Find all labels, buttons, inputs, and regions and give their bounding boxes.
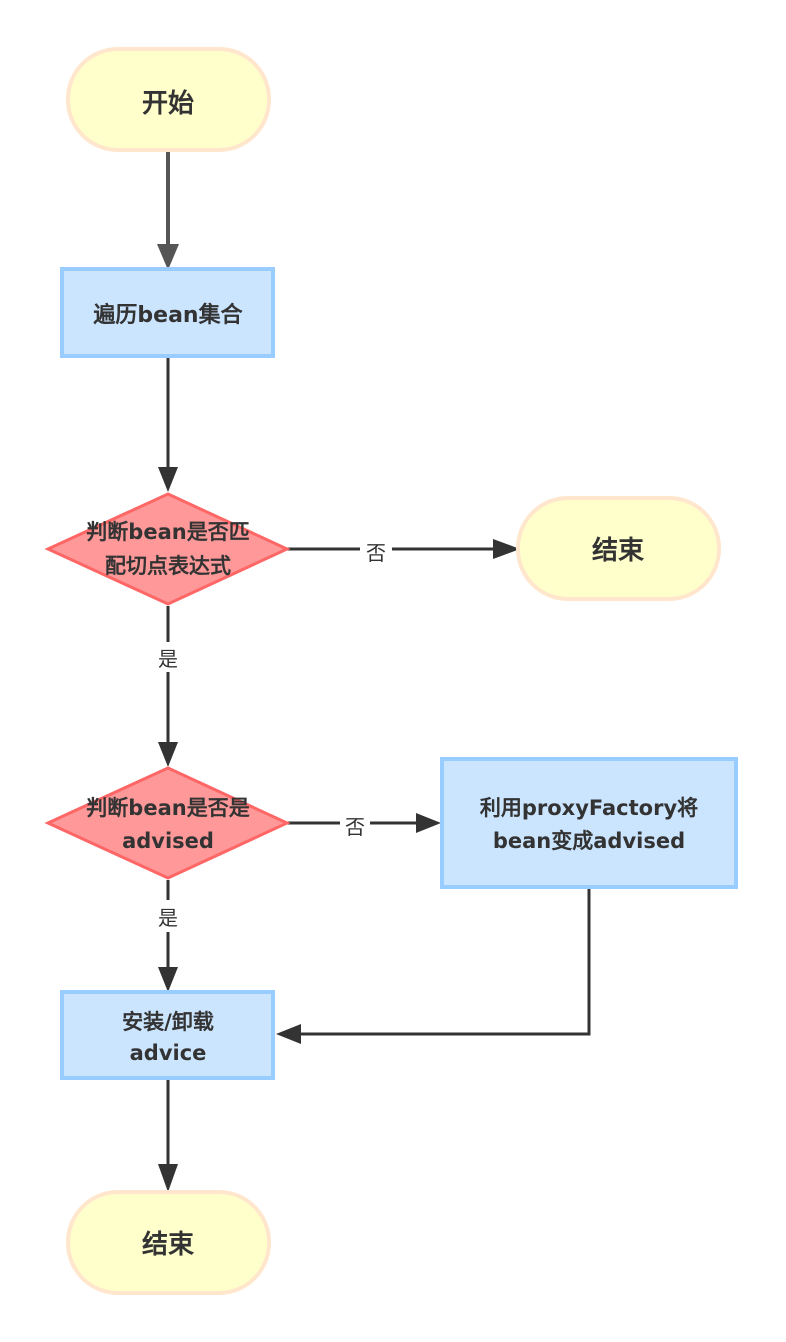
node-label: advised — [122, 829, 214, 853]
edge-iterate-to-match — [158, 357, 178, 492]
arrow-head-icon — [158, 742, 178, 767]
arrow-head-icon — [157, 244, 179, 270]
edge-label-no: 否 — [345, 815, 365, 839]
node-decision-match-pointcut[interactable]: 判断bean是否匹 配切点表达式 — [44, 492, 291, 606]
node-label: 结束 — [142, 1229, 195, 1260]
arrow-head-icon — [158, 467, 178, 492]
edge-advised-to-install: 是 — [158, 880, 178, 992]
node-start[interactable]: 开始 — [66, 47, 271, 152]
terminal-shape — [516, 496, 721, 601]
nodes: 开始 遍历bean集合 判断bean是否匹 配切点表达式 结束 判断bean是否… — [44, 47, 738, 1295]
decision-shape — [44, 766, 291, 880]
node-install-advice[interactable]: 安装/卸载 advice — [60, 990, 275, 1080]
edge-match-to-end: 否 — [287, 539, 520, 565]
edges: 否 是 否 是 — [157, 152, 591, 1192]
edge-line — [298, 888, 591, 1036]
terminal-shape — [66, 47, 271, 152]
decision-shape — [44, 492, 291, 606]
node-label: bean变成advised — [493, 829, 685, 853]
node-end-2[interactable]: 结束 — [66, 1190, 271, 1295]
edge-advised-to-proxy: 否 — [287, 813, 441, 839]
edge-proxy-to-install — [276, 888, 591, 1044]
edge-label-no: 否 — [366, 541, 386, 565]
node-label: 安装/卸载 — [122, 1010, 214, 1034]
process-shape — [440, 757, 738, 889]
node-decision-is-advised[interactable]: 判断bean是否是 advised — [44, 766, 291, 880]
arrow-head-icon — [493, 539, 520, 559]
node-proxy-factory[interactable]: 利用proxyFactory将 bean变成advised — [440, 757, 738, 889]
arrow-head-icon — [276, 1024, 301, 1044]
edge-start-to-iterate — [157, 152, 179, 270]
arrow-head-icon — [416, 813, 441, 833]
node-label: 配切点表达式 — [105, 554, 231, 578]
node-label: 开始 — [142, 89, 194, 119]
arrow-head-icon — [158, 967, 178, 992]
process-shape — [60, 990, 275, 1080]
node-label: 结束 — [592, 535, 645, 566]
edge-install-to-end — [158, 1079, 178, 1192]
node-label: 遍历bean集合 — [93, 302, 243, 328]
node-label: 判断bean是否匹 — [86, 520, 249, 544]
arrow-head-icon — [158, 1164, 178, 1192]
node-end-1[interactable]: 结束 — [516, 496, 721, 601]
node-label: 利用proxyFactory将 — [480, 796, 698, 820]
node-label: advice — [130, 1041, 207, 1065]
process-shape — [60, 267, 275, 358]
edge-match-to-advised: 是 — [158, 606, 178, 767]
edge-label-yes: 是 — [158, 906, 178, 930]
terminal-shape — [66, 1190, 271, 1295]
node-iterate-beans[interactable]: 遍历bean集合 — [60, 267, 275, 358]
edge-label-yes: 是 — [158, 647, 178, 671]
node-label: 判断bean是否是 — [86, 796, 249, 820]
